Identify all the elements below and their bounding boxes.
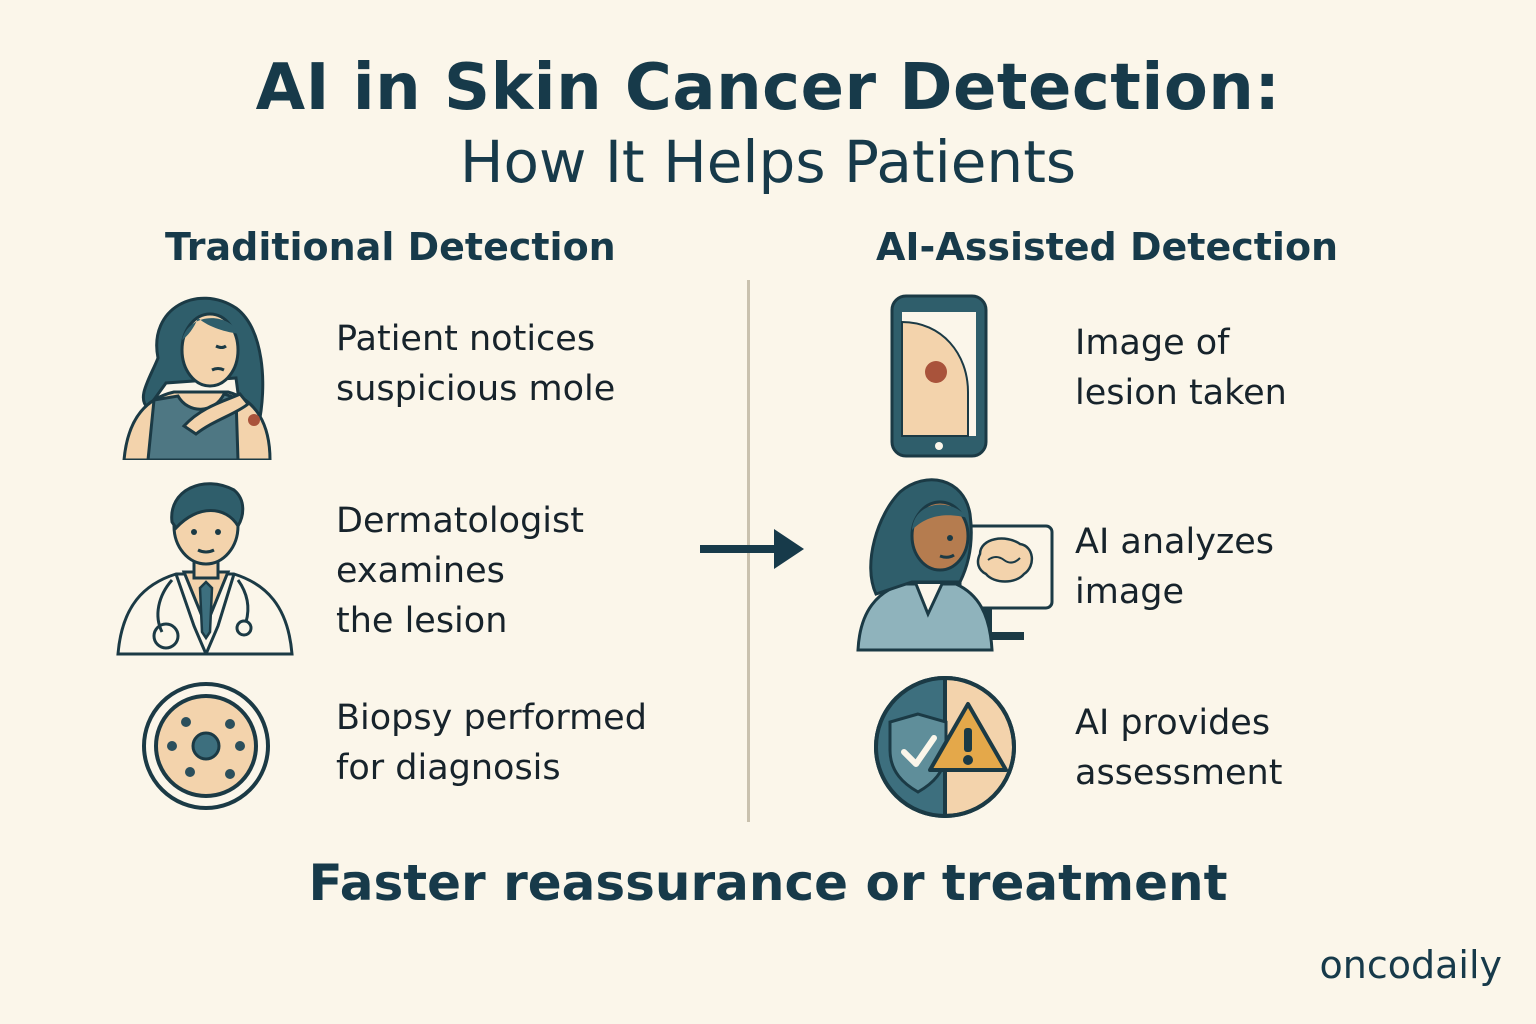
step-ai-analyzes: AI analyzes image: [1075, 522, 1275, 612]
footer-tagline: Faster reassurance or treatment: [308, 854, 1228, 912]
arrow-right-icon: [700, 529, 804, 569]
step-dermatologist-examines: Dermatologist examines the lesion: [336, 501, 584, 641]
traditional-heading: Traditional Detection: [165, 225, 616, 269]
page-title: AI in Skin Cancer Detection:: [255, 51, 1281, 125]
biopsy-sample-icon: [142, 682, 270, 810]
page-subtitle: How It Helps Patients: [459, 128, 1077, 196]
smartphone-photo-icon: [890, 294, 988, 458]
patient-with-mole-icon: [122, 296, 272, 460]
step-patient-notices: Patient notices suspicious mole: [336, 319, 616, 409]
shield-warning-icon: [874, 676, 1016, 818]
step-image-taken: Image of lesion taken: [1075, 323, 1287, 413]
step-ai-assessment: AI provides assessment: [1075, 703, 1283, 793]
brand-logo: oncodaily: [1319, 943, 1503, 987]
step-biopsy: Biopsy performed for diagnosis: [336, 698, 647, 788]
ai-assisted-heading: AI-Assisted Detection: [876, 225, 1339, 269]
doctor-with-monitor-icon: [856, 478, 1054, 652]
dermatologist-icon: [116, 482, 294, 656]
